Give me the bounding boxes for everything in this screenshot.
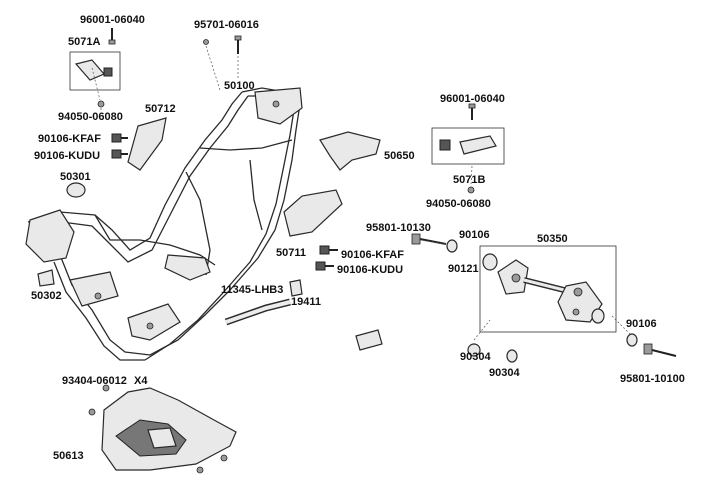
label-90106-KFAF-left: 90106-KFAF [38, 133, 101, 145]
nut-94050-06080-left [97, 100, 105, 108]
rubber-50302 [37, 269, 55, 287]
label-94050-06080-left: 94050-06080 [58, 111, 123, 123]
label-90304-left: 90304 [460, 351, 491, 363]
screw-93404-06012-a [102, 384, 110, 392]
label-90121: 90121 [448, 263, 479, 275]
clip-19411 [289, 279, 303, 297]
bolt-90106-KUDU-left [111, 149, 128, 159]
main-frame-50100 [25, 87, 303, 361]
bottom-cover-50613 [101, 387, 237, 471]
washer-95701-06016 [203, 39, 209, 45]
label-95801-10130: 95801-10130 [366, 222, 431, 234]
label-90106-upper: 90106 [459, 229, 490, 241]
bolt-90106-KFAF-right [319, 245, 338, 255]
leader-lines [91, 45, 631, 341]
bolt-95801-10100 [626, 333, 677, 357]
label-plate [355, 329, 383, 351]
footrest-bracket-50711 [283, 189, 343, 237]
screw-93404-06012-b [88, 408, 96, 416]
nut-94050-06080-right [467, 186, 475, 194]
label-qty-x4: X4 [134, 375, 148, 387]
label-94050-06080-right: 94050-06080 [426, 198, 491, 210]
label-50350: 50350 [537, 233, 568, 245]
group-box-5071A [69, 51, 121, 91]
label-90106-lower: 90106 [626, 318, 657, 330]
screw-93404-06012-c [196, 466, 204, 474]
label-50100: 50100 [224, 80, 255, 92]
label-5071B: 5071B [453, 174, 486, 186]
bolt-90106-KFAF-left [111, 133, 128, 143]
bolt-96001-06040-left [108, 28, 116, 45]
label-96001-06040-right: 96001-06040 [440, 93, 505, 105]
nut-90304-left [467, 343, 481, 357]
label-50712: 50712 [145, 103, 176, 115]
screw-93404-06012-d [220, 454, 228, 462]
group-box-50350 [479, 245, 617, 333]
bushing-50301 [66, 182, 86, 198]
label-50301: 50301 [60, 171, 91, 183]
label-90106-KUDU-right: 90106-KUDU [337, 264, 404, 276]
bolt-96001-06040-right [468, 103, 476, 120]
label-90106-KUDU-left: 90106-KUDU [34, 150, 101, 162]
label-50302: 50302 [31, 290, 62, 302]
label-50711: 50711 [276, 247, 306, 259]
bushing-90121 [482, 253, 498, 271]
bracket-5071B [439, 135, 497, 155]
label-19411: 19411 [291, 296, 321, 308]
bolt-90106-KUDU-right [315, 261, 334, 271]
label-93404-06012: 93404-06012 [62, 375, 127, 387]
bolt-95801-10130 [411, 233, 458, 253]
footrest-bracket-50712 [127, 117, 167, 171]
label-95701-06016: 95701-06016 [194, 19, 259, 31]
label-90106-KFAF-right: 90106-KFAF [341, 249, 404, 261]
label-96001-06040-left: 96001-06040 [80, 14, 145, 26]
bolt-95701-06016 [234, 35, 242, 54]
group-box-5071B [431, 127, 505, 165]
nut-90304-right [506, 349, 518, 363]
bracket-5071A [74, 59, 113, 81]
label-95801-10100: 95801-10100 [620, 373, 685, 385]
label-90304-right: 90304 [489, 367, 520, 379]
label-50613: 50613 [53, 450, 84, 462]
label-5071A: 5071A [68, 36, 101, 48]
engine-hanger-50350 [497, 259, 605, 324]
label-50650: 50650 [384, 150, 415, 162]
bracket-50650 [319, 131, 381, 171]
label-11345-LHB3: 11345-LHB3 [221, 284, 284, 296]
